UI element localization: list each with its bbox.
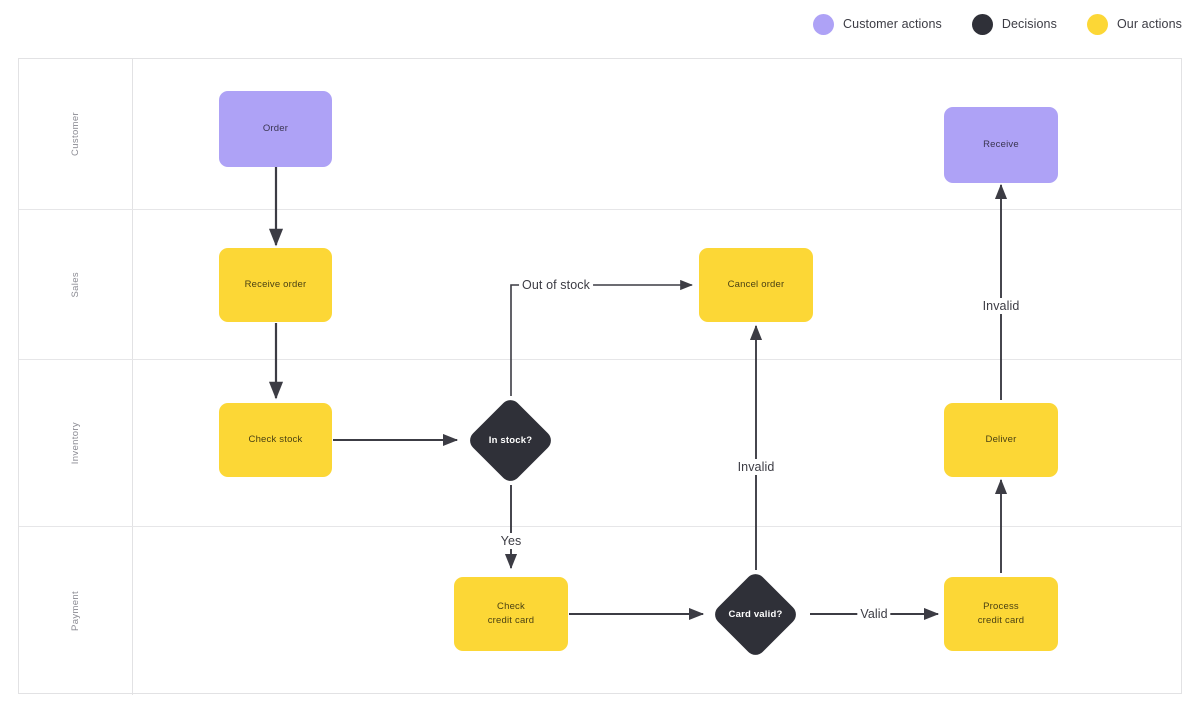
swimlane-payment: Payment <box>19 526 1181 695</box>
node-process-credit-card[interactable]: Process credit card <box>944 577 1058 651</box>
legend-item-customer-actions: Customer actions <box>813 13 942 35</box>
swimlane-label-inventory: Inventory <box>70 421 81 465</box>
swimlane-title-cell: Customer <box>19 59 133 209</box>
node-cancel-order[interactable]: Cancel order <box>699 248 813 322</box>
node-in-stock-decision[interactable]: In stock? <box>465 395 556 486</box>
swimlane-customer: Customer <box>19 59 1181 209</box>
legend-label: Our actions <box>1116 17 1182 31</box>
circle-swatch-icon <box>1086 13 1108 35</box>
node-deliver[interactable]: Deliver <box>944 403 1058 477</box>
edge-label-out-of-stock: Out of stock <box>519 277 593 293</box>
legend-item-decisions: Decisions <box>971 13 1057 35</box>
node-check-stock[interactable]: Check stock <box>219 403 332 477</box>
swimlane-label-sales: Sales <box>70 271 81 298</box>
node-label-line1: Check <box>497 601 525 613</box>
node-label-line2: credit card <box>977 615 1025 626</box>
node-receive-order[interactable]: Receive order <box>219 248 332 322</box>
edge-label-yes: Yes <box>497 533 525 549</box>
node-label-line1: Process <box>983 601 1019 613</box>
swimlane-label-payment: Payment <box>70 591 81 631</box>
circle-swatch-icon <box>971 13 993 35</box>
node-label: In stock? <box>488 435 533 446</box>
swimlane-title-cell: Payment <box>19 527 133 695</box>
legend: Customer actions Decisions Our actions <box>813 13 1182 35</box>
node-label: Order <box>262 123 289 135</box>
swimlane-label-customer: Customer <box>70 112 81 156</box>
circle-swatch-icon <box>813 13 835 35</box>
node-card-valid-decision[interactable]: Card valid? <box>710 569 801 660</box>
edge-label-invalid-right: Invalid <box>979 298 1023 314</box>
legend-label: Decisions <box>1001 17 1057 31</box>
node-label: Deliver <box>985 434 1017 446</box>
node-label: Card valid? <box>728 609 783 620</box>
node-label: Receive order <box>244 279 307 291</box>
node-label: Check stock <box>248 434 303 446</box>
swimlane-title-cell: Sales <box>19 210 133 359</box>
legend-item-our-actions: Our actions <box>1086 13 1182 35</box>
swimlane-sales: Sales <box>19 209 1181 359</box>
node-label: Receive <box>983 139 1019 151</box>
legend-label: Customer actions <box>843 17 942 31</box>
node-label-line2: credit card <box>487 615 535 626</box>
edge-label-valid: Valid <box>857 606 891 622</box>
node-label: Cancel order <box>727 279 785 291</box>
node-receive[interactable]: Receive <box>944 107 1058 183</box>
swimlane-title-cell: Inventory <box>19 360 133 526</box>
edge-label-invalid-middle: Invalid <box>734 459 778 475</box>
node-check-credit-card[interactable]: Check credit card <box>454 577 568 651</box>
node-order[interactable]: Order <box>219 91 332 167</box>
